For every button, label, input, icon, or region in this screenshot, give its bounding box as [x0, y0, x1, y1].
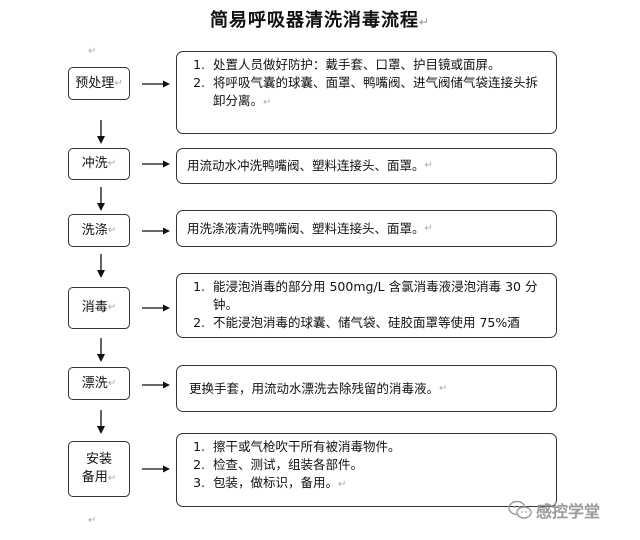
stage-box-rinse: 冲洗↵ [68, 148, 130, 180]
paragraph-mark: ↵ [88, 46, 97, 57]
stage-box-rinse-off: 漂洗↵ [68, 367, 130, 400]
down-arrow-icon [97, 120, 105, 144]
paragraph-mark: ↵ [424, 160, 433, 171]
description-box-rinse: 用流动水冲洗鸭嘴阀、塑料连接头、面罩。↵ [176, 148, 557, 184]
stage-box-disinfect: 消毒↵ [68, 287, 130, 329]
watermark-text: 感控学堂 [536, 502, 601, 521]
step-text: 用洗涤液清洗鸭嘴阀、塑料连接头、面罩。 [187, 220, 425, 236]
description-box-pretreatment: 处置人员做好防护：戴手套、口罩、护目镜或面屏。 将呼吸气囊的球囊、面罩、鸭嘴阀、… [176, 51, 557, 134]
paragraph-mark: ↵ [88, 515, 97, 526]
paragraph-mark: ↵ [107, 158, 117, 169]
down-arrow-icon [97, 410, 105, 434]
title-text: 简易呼吸器清洗消毒流程 [209, 10, 419, 31]
down-arrow-icon [97, 254, 105, 278]
list-item: 处置人员做好防护：戴手套、口罩、护目镜或面屏。 [209, 56, 546, 74]
stage-label: 消毒 [81, 300, 108, 315]
right-arrow-icon [142, 465, 170, 473]
paragraph-mark: ↵ [114, 77, 123, 89]
stage-label: 安装 [85, 451, 112, 467]
paragraph-mark: ↵ [338, 479, 347, 490]
stage-box-wash: 洗涤↵ [68, 214, 130, 247]
right-arrow-icon [142, 80, 170, 88]
step-list: 能浸泡消毒的部分用 500mg/L 含氯消毒液浸泡消毒 30 分钟。 不能浸泡消… [187, 278, 546, 332]
paragraph-mark: ↵ [263, 97, 272, 108]
list-item: 不能浸泡消毒的球囊、储气袋、硅胶面罩等使用 75%酒 [209, 314, 546, 332]
wechat-icon [508, 500, 532, 519]
list-item: 擦干或气枪吹干所有被消毒物件。 [209, 438, 546, 456]
right-arrow-icon [142, 304, 170, 312]
step-list: 处置人员做好防护：戴手套、口罩、护目镜或面屏。 将呼吸气囊的球囊、面罩、鸭嘴阀、… [187, 56, 546, 112]
paragraph-mark: ↵ [107, 302, 117, 313]
stage-label-line2: 备用 [81, 469, 108, 485]
step-list: 擦干或气枪吹干所有被消毒物件。 检查、测试，组装各部件。 包装，做标识，备用。↵ [187, 438, 546, 494]
paragraph-mark: ↵ [418, 15, 431, 29]
flowchart-title: 简易呼吸器清洗消毒流程↵ [0, 6, 640, 32]
watermark: 感控学堂 [508, 497, 636, 523]
list-item: 检查、测试，组装各部件。 [209, 456, 546, 474]
step-text: 更换手套，用流动水漂洗去除残留的消毒液。 [189, 380, 440, 396]
right-arrow-icon [142, 160, 170, 168]
paragraph-mark: ↵ [424, 222, 433, 234]
description-box-rinse-off: 更换手套，用流动水漂洗去除残留的消毒液。↵ [176, 365, 557, 412]
stage-label: 洗涤 [81, 222, 108, 238]
paragraph-mark: ↵ [107, 472, 117, 484]
list-item: 能浸泡消毒的部分用 500mg/L 含氯消毒液浸泡消毒 30 分钟。 [209, 278, 546, 314]
description-box-wash: 用洗涤液清洗鸭嘴阀、塑料连接头、面罩。↵ [176, 210, 557, 247]
paragraph-mark: ↵ [439, 382, 448, 394]
description-box-disinfect: 能浸泡消毒的部分用 500mg/L 含氯消毒液浸泡消毒 30 分钟。 不能浸泡消… [176, 273, 557, 338]
step-text: 用流动水冲洗鸭嘴阀、塑料连接头、面罩。 [187, 158, 425, 173]
paragraph-mark: ↵ [107, 377, 117, 389]
down-arrow-icon [97, 338, 105, 362]
list-item: 将呼吸气囊的球囊、面罩、鸭嘴阀、进气阀储气袋连接头拆卸分离。↵ [209, 74, 546, 112]
stage-label: 预处理 [75, 75, 115, 91]
stage-label: 冲洗 [81, 156, 108, 171]
stage-label: 漂洗 [81, 375, 108, 391]
paragraph-mark: ↵ [107, 224, 117, 236]
stage-box-assemble: 安装 备用↵ [68, 441, 130, 497]
right-arrow-icon [142, 227, 170, 235]
down-arrow-icon [97, 187, 105, 211]
list-item: 包装，做标识，备用。↵ [209, 474, 546, 494]
right-arrow-icon [142, 381, 170, 389]
description-box-assemble: 擦干或气枪吹干所有被消毒物件。 检查、测试，组装各部件。 包装，做标识，备用。↵ [176, 433, 557, 507]
stage-box-pretreatment: 预处理↵ [68, 67, 130, 100]
